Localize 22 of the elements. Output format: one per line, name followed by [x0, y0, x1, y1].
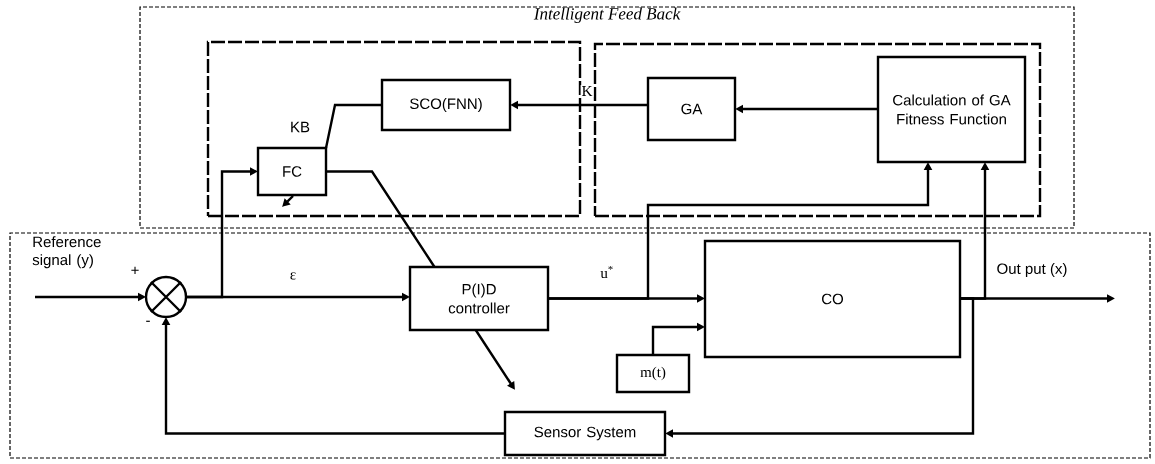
dashed-frame [593, 42, 1042, 218]
summing-junction [144, 275, 188, 319]
process-box: SCO(FNN) [380, 78, 512, 132]
dashed-frame [206, 40, 582, 218]
signal-label: KB [291, 121, 310, 133]
arrow [324, 170, 515, 390]
edge-label: Out put (x) [995, 262, 1069, 278]
dashed-frame [9, 232, 1151, 459]
process-box: m(t) [615, 353, 691, 394]
process-box: CO [703, 239, 962, 359]
signal-label: Reference signal (y) [32, 236, 101, 269]
sign-label: + [131, 266, 139, 274]
connector-line [324, 103, 382, 149]
process-box: GA [646, 76, 737, 142]
process-box: P(I)D controller [408, 265, 550, 332]
edge-label: K [580, 85, 594, 97]
process-box: Sensor System [503, 410, 667, 457]
process-box: FC [256, 146, 328, 197]
process-box: Calculation of GA Fitness Function [876, 55, 1027, 164]
edge-label: ε [288, 271, 298, 281]
edge-label: u$^{*}$ [599, 264, 615, 280]
sign-label: - [146, 320, 150, 322]
